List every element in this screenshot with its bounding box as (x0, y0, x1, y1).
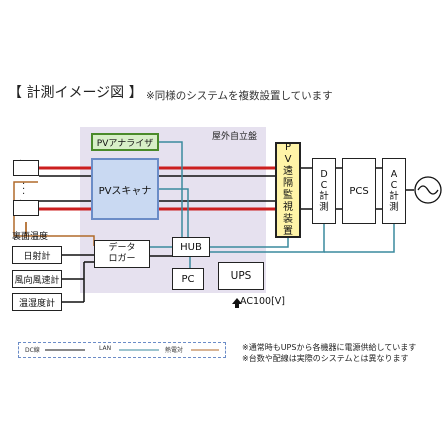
pv-panel-icon (13, 200, 39, 216)
up-arrow-icon (232, 298, 242, 308)
ellipsis-icon: ··· (22, 179, 26, 200)
footnote-2: ※台数や配線は実際のシステムとは異なります (242, 354, 409, 363)
ac100-label: AC100[V] (240, 296, 286, 307)
pv-analyzer: PVアナライザ (91, 133, 159, 151)
ups-box: UPS (218, 262, 264, 290)
pv-scanner: PVスキャナ (91, 158, 159, 220)
cabinet-label: 屋外自立盤 (212, 132, 258, 142)
back-temp-label: 裏面温度 (12, 232, 49, 242)
anemometer: 風向風速計 (12, 270, 62, 288)
pc-box: PC (172, 268, 204, 290)
pcs-box: PCS (342, 158, 376, 224)
pv-panel-icon (13, 160, 39, 176)
legend-thermocouple: 熱電対 (165, 347, 184, 354)
hub-box: HUB (172, 237, 210, 257)
diagram-note: ※同様のシステムを複数設置しています (146, 90, 333, 102)
diagram-title: 【 計測イメージ図 】 (8, 85, 143, 101)
legend: DC線 LAN 熱電対 (18, 342, 226, 358)
legend-lan: LAN (99, 345, 112, 352)
data-logger: データロガー (94, 240, 150, 268)
legend-dc: DC線 (25, 347, 40, 354)
pyranometer: 日射計 (12, 246, 62, 264)
footnote-1: ※通常時もUPSから各機器に電源供給しています (242, 343, 417, 352)
thermo-hygrometer: 温湿度計 (12, 293, 62, 311)
